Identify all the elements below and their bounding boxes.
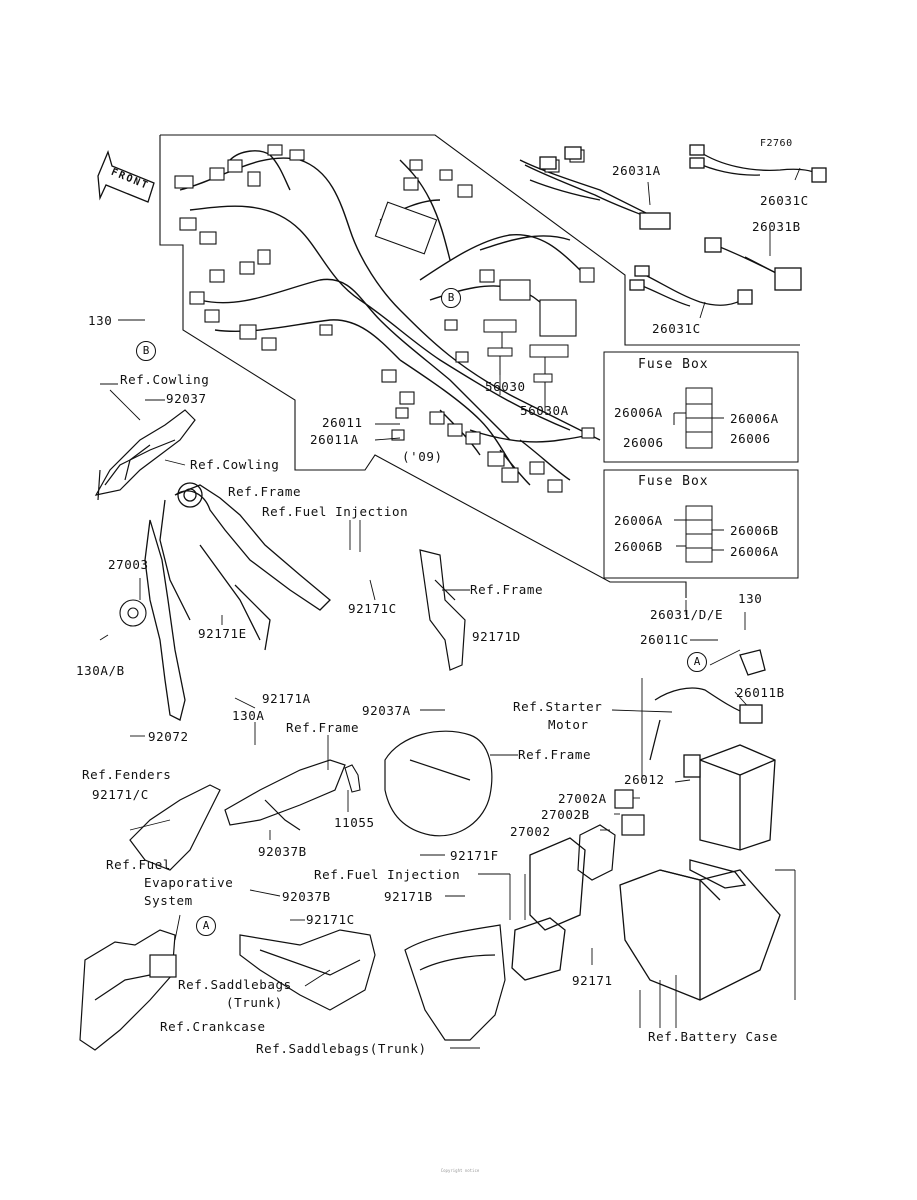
fuse-box-2-label-left-bot: 26006B bbox=[614, 539, 663, 554]
part-label-92037B-2: 92037B bbox=[282, 889, 331, 904]
sub-harness-26031B bbox=[704, 237, 802, 291]
part-label-26012: 26012 bbox=[624, 772, 665, 787]
fuse-box-2-label-right-top: 26006B bbox=[730, 523, 779, 538]
front-arrow-shape bbox=[97, 150, 155, 203]
callout-a-left: A bbox=[196, 916, 216, 936]
part-label-92171: 92171 bbox=[572, 973, 613, 988]
frame-ref-frame-4 bbox=[384, 730, 493, 837]
part-label-92171C-2: 92171C bbox=[306, 912, 355, 927]
starter-harness bbox=[649, 649, 766, 778]
fuse-box-1-label-right-top: 26006A bbox=[730, 411, 779, 426]
part-label-92171D: 92171D bbox=[472, 629, 521, 644]
fender-bracket bbox=[129, 759, 346, 871]
frame-main bbox=[144, 482, 331, 721]
part-label-09: ('09) bbox=[402, 449, 443, 464]
ref-saddlebags-trunk-1b: (Trunk) bbox=[226, 995, 283, 1010]
frame-bracket-ref-cowling bbox=[94, 409, 196, 501]
bracket-11055 bbox=[344, 764, 361, 793]
fuse-box-1-label-left-bot: 26006 bbox=[623, 435, 664, 450]
part-label-11055: 11055 bbox=[334, 815, 375, 830]
part-label-130A: 130A bbox=[232, 708, 265, 723]
part-label-130-right: 130 bbox=[738, 591, 763, 606]
ref-saddlebags-trunk-1a: Ref.Saddlebags bbox=[178, 977, 292, 992]
part-saddlebag-bracket bbox=[239, 929, 376, 1011]
part-label-26011C: 26011C bbox=[640, 632, 689, 647]
ref-cowling-1: Ref.Cowling bbox=[120, 372, 210, 387]
part-label-92171A: 92171A bbox=[262, 691, 311, 706]
part-label-92171B: 92171B bbox=[384, 889, 433, 904]
callout-a-mid: A bbox=[687, 652, 707, 672]
ref-fenders: Ref.Fenders bbox=[82, 767, 172, 782]
part-label-27002B: 27002B bbox=[541, 807, 590, 822]
part-label-92037: 92037 bbox=[166, 391, 207, 406]
ref-fuel-evaporative-3: System bbox=[144, 893, 193, 908]
copyright-footer: Copyright notice bbox=[440, 1168, 480, 1173]
part-label-26011B: 26011B bbox=[736, 685, 785, 700]
ref-starter-motor-2: Motor bbox=[548, 717, 589, 732]
ref-saddlebags-trunk-2: Ref.Saddlebags(Trunk) bbox=[256, 1041, 427, 1056]
ref-crankcase: Ref.Crankcase bbox=[160, 1019, 266, 1034]
part-label-92171F: 92171F bbox=[450, 848, 499, 863]
sub-harness-26031C-bot bbox=[629, 265, 753, 307]
harness-outline bbox=[159, 134, 800, 598]
ref-frame-4: Ref.Frame bbox=[518, 747, 592, 762]
part-label-26031C-bot: 26031C bbox=[652, 321, 701, 336]
battery bbox=[699, 744, 776, 851]
fuse-box-frames bbox=[603, 351, 799, 579]
part-crankcase-cover bbox=[79, 929, 177, 1051]
part-label-27002: 27002 bbox=[510, 824, 551, 839]
ref-frame-1: Ref.Frame bbox=[228, 484, 302, 499]
fuse-box-1-title: Fuse Box bbox=[638, 357, 709, 372]
part-saddlebag-cover bbox=[404, 924, 506, 1041]
part-label-26011A: 26011A bbox=[310, 432, 359, 447]
part-label-26031DE: 26031/D/E bbox=[650, 607, 724, 622]
fuse-box-2-title: Fuse Box bbox=[638, 474, 709, 489]
relay-brackets bbox=[483, 319, 569, 400]
connectors bbox=[174, 144, 595, 493]
ref-fuel-evaporative-1: Ref.Fuel bbox=[106, 857, 172, 872]
ref-frame-3: Ref.Frame bbox=[286, 720, 360, 735]
ref-fuel-injection-2: Ref.Fuel Injection bbox=[314, 867, 461, 882]
sub-harness-26031A bbox=[524, 146, 671, 230]
ref-starter-motor-1: Ref.Starter bbox=[513, 699, 603, 714]
part-label-56030: 56030 bbox=[485, 379, 526, 394]
fuse-box-1-label-left-top: 26006A bbox=[614, 405, 663, 420]
ref-battery-case: Ref.Battery Case bbox=[648, 1029, 779, 1044]
part-label-130AB: 130A/B bbox=[76, 663, 125, 678]
figure-code: F2760 bbox=[760, 138, 793, 149]
part-label-92171C-slash: 92171/C bbox=[92, 787, 149, 802]
ecu-module bbox=[511, 837, 586, 981]
part-label-26031C-top: 26031C bbox=[760, 193, 809, 208]
ref-fuel-evaporative-2: Evaporative bbox=[144, 875, 234, 890]
fuse-box-2-label-right-bot: 26006A bbox=[730, 544, 779, 559]
ref-frame-2: Ref.Frame bbox=[470, 582, 544, 597]
ref-fuel-injection-1: Ref.Fuel Injection bbox=[262, 504, 409, 519]
fuse-box-2-label-left-top: 26006A bbox=[614, 513, 663, 528]
part-label-26031B: 26031B bbox=[752, 219, 801, 234]
part-label-56030A: 56030A bbox=[520, 403, 569, 418]
callout-b-left: B bbox=[136, 341, 156, 361]
part-label-92171E: 92171E bbox=[198, 626, 247, 641]
part-label-130-top: 130 bbox=[88, 313, 113, 328]
ref-cowling-2: Ref.Cowling bbox=[190, 457, 280, 472]
part-label-92037B-1: 92037B bbox=[258, 844, 307, 859]
part-label-92072: 92072 bbox=[148, 729, 189, 744]
part-label-92037A: 92037A bbox=[362, 703, 411, 718]
part-label-92171C-1: 92171C bbox=[348, 601, 397, 616]
leader-lines bbox=[99, 167, 801, 1049]
battery-case bbox=[619, 859, 781, 1001]
part-label-26011: 26011 bbox=[322, 415, 363, 430]
sub-harness-26031C-top bbox=[689, 144, 827, 183]
part-label-27003: 27003 bbox=[108, 557, 149, 572]
fuse-box-1-label-right-bot: 26006 bbox=[730, 431, 771, 446]
part-label-27002A: 27002A bbox=[558, 791, 607, 806]
frame-bracket-92171D bbox=[419, 549, 466, 671]
relays-27002 bbox=[577, 789, 645, 881]
part-label-26031A: 26031A bbox=[612, 163, 661, 178]
callout-b-top: B bbox=[441, 288, 461, 308]
mount-27003 bbox=[119, 599, 147, 627]
